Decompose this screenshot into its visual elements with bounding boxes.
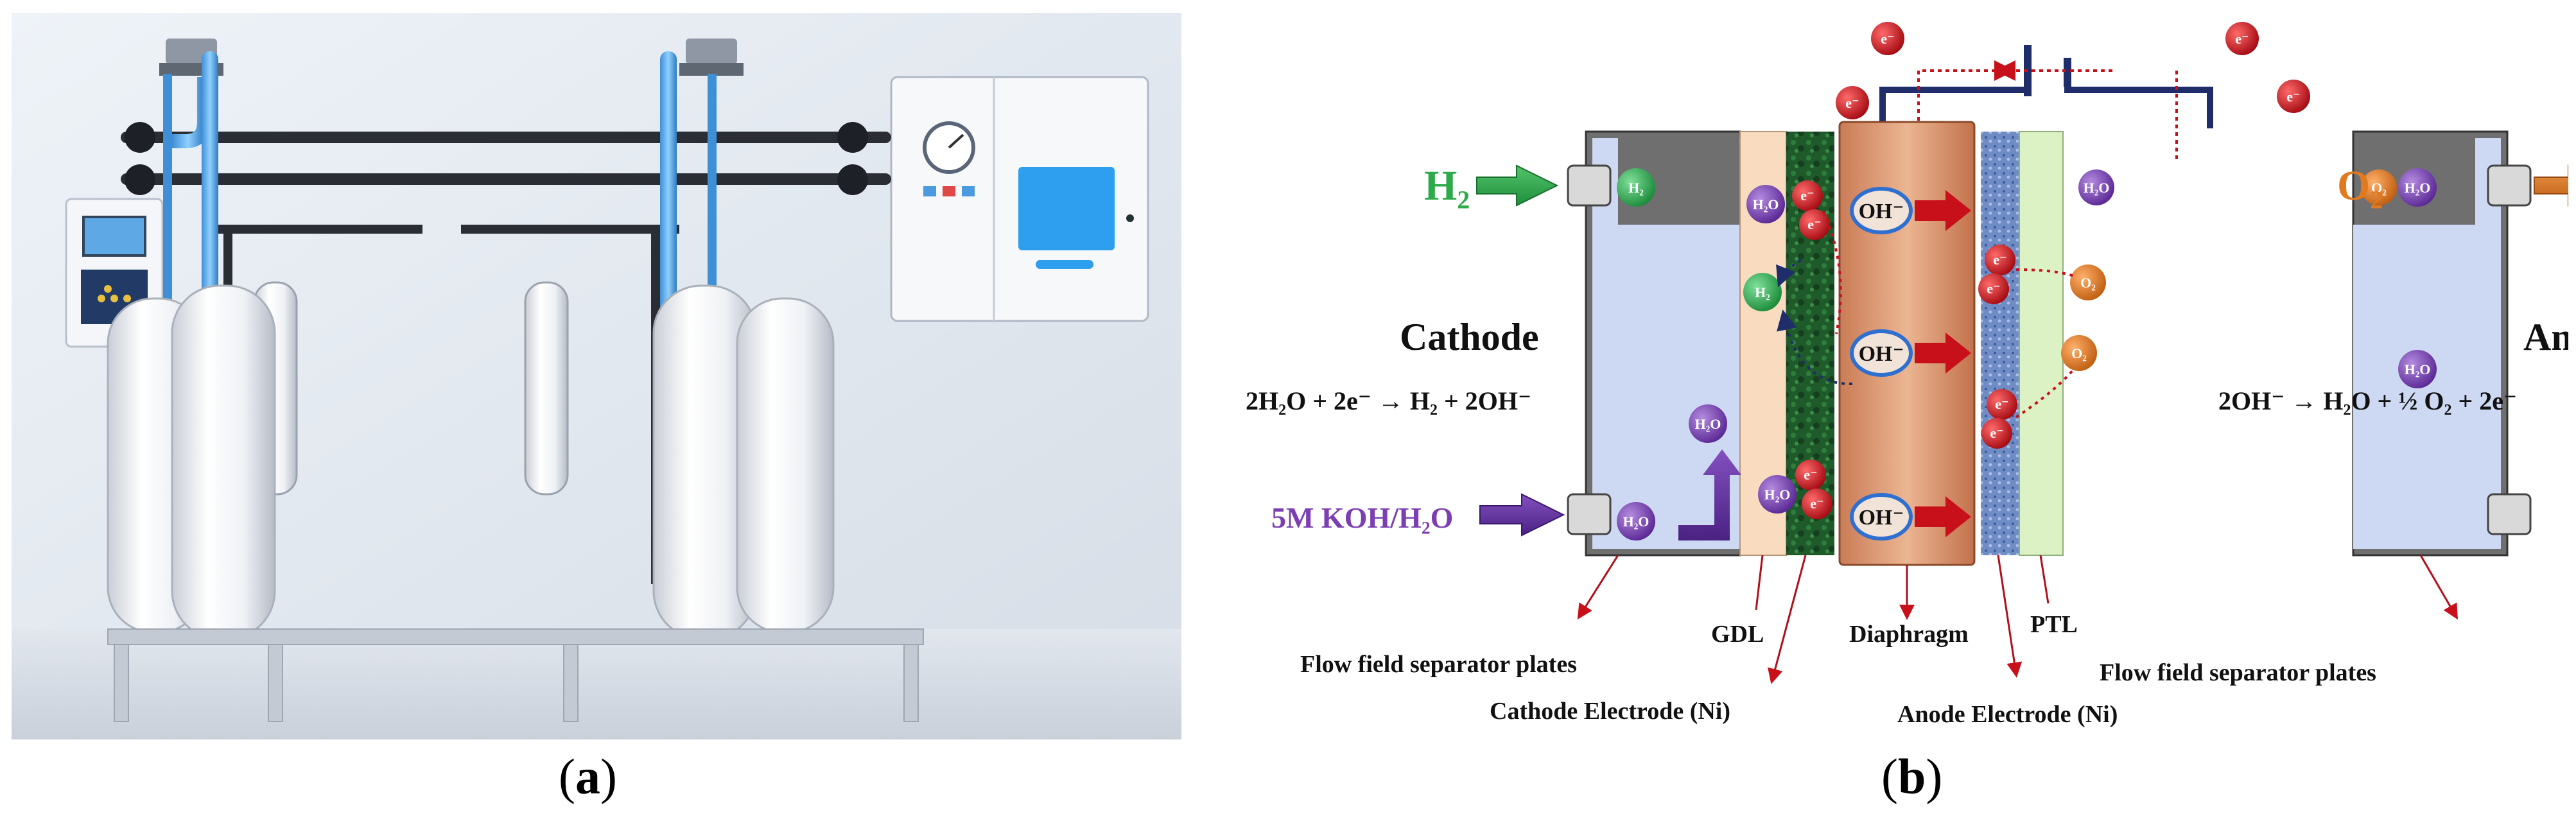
cathode-electrode-label: Cathode Electrode (Ni)	[1490, 698, 1730, 725]
svg-text:e⁻: e⁻	[1807, 216, 1821, 232]
svg-text:e⁻: e⁻	[2235, 31, 2249, 47]
svg-text:O₂: O₂	[2071, 345, 2087, 361]
svg-text:e⁻: e⁻	[1845, 95, 1859, 111]
control-cabinet	[890, 76, 1149, 322]
svg-text:O₂: O₂	[2371, 180, 2387, 196]
electrolyzer-illustration	[12, 13, 1181, 739]
feed-arrow	[1479, 493, 1565, 537]
anode-electrode-label: Anode Electrode (Ni)	[1897, 701, 2118, 728]
caption-a: (a)	[559, 748, 617, 804]
svg-text:H₂: H₂	[1628, 180, 1644, 196]
ptl-label: PTL	[2030, 611, 2078, 638]
svg-text:H₂O: H₂O	[1623, 514, 1649, 530]
h2o-flow-arrow	[1678, 449, 1741, 540]
anode-electrode	[1981, 132, 2019, 555]
gas-migration-paths	[1776, 211, 2075, 419]
diaphragm-label: Diaphragm	[1849, 621, 1969, 648]
svg-text:e⁻: e⁻	[1987, 281, 2000, 297]
flow-plates-right-label: Flow field separator plates	[2100, 659, 2376, 686]
anode-title: Anode	[2523, 316, 2568, 358]
svg-text:H₂O: H₂O	[1764, 487, 1791, 503]
cathode-title: Cathode	[1400, 316, 1539, 358]
port-tubes	[1567, 164, 2532, 535]
wall-control-panel	[65, 198, 164, 348]
svg-text:OH⁻: OH⁻	[1859, 200, 1904, 223]
feed-label: 5M KOH/H₂O	[1271, 501, 1453, 534]
electrons: e⁻ e⁻ e⁻ e⁻ e⁻ e⁻ e⁻ e⁻ e⁻ e⁻ e⁻ e⁻	[1792, 22, 2310, 519]
cell-schematic: H₂ O₂ 5M KOH/H₂O H₂ H₂O H₂O H₂ H₂O H₂O H…	[1246, 22, 2576, 728]
svg-text:e⁻: e⁻	[1995, 396, 2008, 412]
svg-text:OH⁻: OH⁻	[1859, 506, 1904, 530]
svg-text:H₂O: H₂O	[2405, 361, 2431, 377]
svg-text:e⁻: e⁻	[1881, 31, 1894, 47]
flow-plates-left-label: Flow field separator plates	[1300, 651, 1577, 678]
caption-b: (b)	[1881, 748, 1943, 804]
o2-label: O₂	[2337, 162, 2383, 209]
gdl-label: GDL	[1711, 621, 1764, 648]
svg-text:e⁻: e⁻	[1993, 252, 2006, 268]
svg-text:H₂O: H₂O	[2084, 180, 2110, 196]
svg-text:e⁻: e⁻	[1990, 425, 2003, 441]
electrolysis-cell-diagram: H₂ O₂ 5M KOH/H₂O H₂ H₂O H₂O H₂ H₂O H₂O H…	[1220, 0, 2576, 757]
gas-storage-tanks	[107, 284, 835, 640]
svg-text:e⁻: e⁻	[1800, 187, 1814, 203]
cathode-equation: 2H₂O + 2e⁻ → H₂ + 2OH⁻	[1246, 386, 1531, 415]
h2-output-label: H₂	[1424, 162, 1470, 209]
hydroxide-ions: OH⁻ OH⁻ OH⁻	[1850, 187, 1971, 540]
h2-output-arrow	[1476, 164, 1559, 207]
ptl-layer	[2019, 131, 2064, 556]
svg-text:O₂: O₂	[2080, 275, 2096, 291]
svg-text:e⁻: e⁻	[2286, 89, 2300, 105]
anode-equation: 2OH⁻ → H₂O + ½ O₂ + 2e⁻	[2218, 386, 2517, 415]
caption-a-letter: a	[575, 748, 600, 804]
electrolyzer-photo	[12, 13, 1181, 739]
leader-lines	[1577, 555, 2459, 684]
svg-text:OH⁻: OH⁻	[1859, 342, 1904, 366]
svg-text:H₂: H₂	[1755, 284, 1770, 300]
svg-text:H₂O: H₂O	[1695, 416, 1721, 432]
species-bubbles: H₂ H₂O H₂O H₂ H₂O H₂O H₂O H₂O O₂ O₂ O₂ H…	[1617, 168, 2437, 540]
svg-text:e⁻: e⁻	[1810, 496, 1823, 512]
caption-b-letter: b	[1897, 748, 1926, 804]
svg-text:H₂O: H₂O	[1753, 196, 1779, 212]
svg-text:e⁻: e⁻	[1804, 467, 1817, 483]
svg-text:H₂O: H₂O	[2405, 180, 2431, 196]
